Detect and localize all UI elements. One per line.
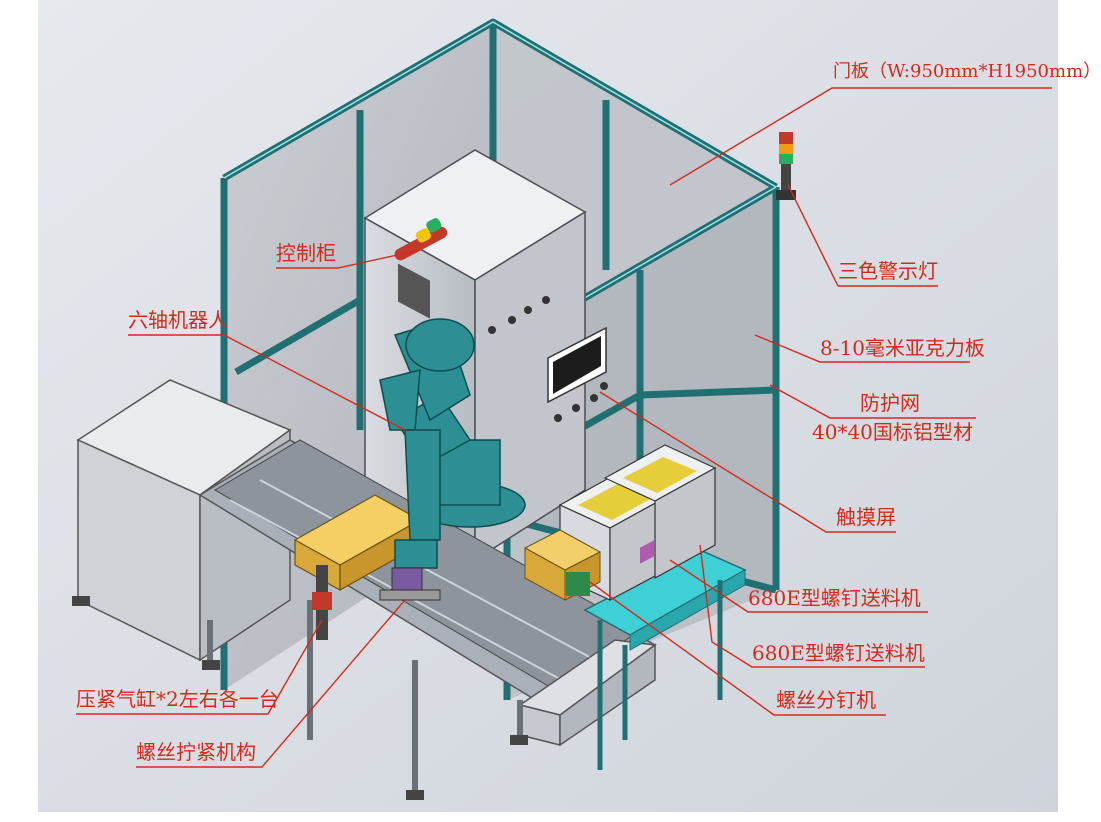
label-acrylic-panel: 8-10毫米亚克力板 <box>820 336 985 360</box>
label-screw-feeder-1: 680E型螺钉送料机 <box>748 586 921 610</box>
touch-screen-shape <box>547 326 608 422</box>
label-clamp-cylinder: 压紧气缸*2左右各一台 <box>76 687 279 711</box>
tricolor-warning-light <box>776 132 796 200</box>
label-screw-tightening: 螺丝拧紧机构 <box>136 740 256 764</box>
screw-divider-shape <box>523 529 602 601</box>
label-six-axis-robot: 六轴机器人 <box>128 308 228 332</box>
screw-tightening-head <box>379 567 441 601</box>
label-aluminum-profile: 40*40国标铝型材 <box>812 420 973 444</box>
label-touch-screen: 触摸屏 <box>836 505 896 529</box>
label-tricolor-light: 三色警示灯 <box>838 259 938 283</box>
clamp-cylinder-shape <box>312 565 332 640</box>
label-door-panel: 门板（W:950mm*H1950mm） <box>833 61 1101 82</box>
label-guard-net: 防护网 <box>860 391 920 415</box>
label-control-cabinet: 控制柜 <box>276 241 336 265</box>
label-screw-divider: 螺丝分钉机 <box>776 688 876 712</box>
six-axis-robot-shape <box>379 318 526 569</box>
label-screw-feeder-2: 680E型螺钉送料机 <box>752 641 925 665</box>
leader-lines <box>76 87 1052 768</box>
cabinet-signal-light <box>394 218 448 261</box>
